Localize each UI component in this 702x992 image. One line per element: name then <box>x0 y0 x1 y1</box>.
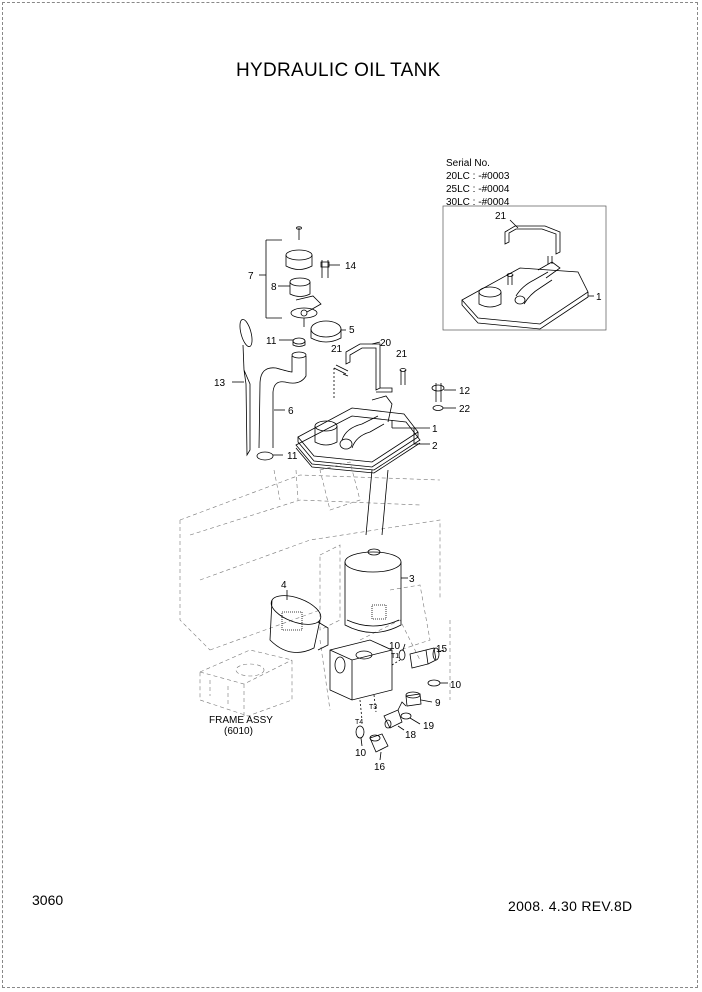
serial-line: 25LC : -#0004 <box>446 184 510 195</box>
frame-assy-label: FRAME ASSY <box>209 715 273 726</box>
callout-3: 3 <box>409 574 415 585</box>
callout-10-left: 10 <box>355 748 367 759</box>
callout-2: 2 <box>432 441 438 452</box>
callout-10-top: 10 <box>389 641 401 652</box>
cover-bolt <box>431 383 456 411</box>
frame-assy-number: (6010) <box>224 726 253 737</box>
serial-line: 30LC : -#0004 <box>446 197 510 208</box>
dipstick <box>232 319 253 457</box>
hose <box>256 337 307 461</box>
port-label-t3: T3 <box>369 704 377 711</box>
callout-8: 8 <box>271 282 277 293</box>
callout-10-right: 10 <box>450 680 462 691</box>
callout-11-top: 11 <box>266 336 277 347</box>
callout-12: 12 <box>459 386 471 397</box>
callout-7: 7 <box>248 271 254 282</box>
page-number: 3060 <box>32 892 64 908</box>
valve-block <box>329 639 401 721</box>
breather-assembly <box>259 226 340 327</box>
callout-22: 22 <box>459 404 471 415</box>
suction-strainer <box>344 469 408 633</box>
port-label-t1: T1 <box>391 653 399 660</box>
serial-heading: Serial No. <box>446 158 490 169</box>
revision-date: 2008. 4.30 REV.8D <box>508 898 633 914</box>
callout-1-inset: 1 <box>596 292 602 303</box>
tank-cover <box>295 395 430 474</box>
callout-18: 18 <box>405 730 417 741</box>
callout-19: 19 <box>423 721 435 732</box>
callout-6: 6 <box>288 406 294 417</box>
inset-detail <box>442 205 607 331</box>
support-bracket <box>333 341 407 400</box>
callout-14: 14 <box>345 261 357 272</box>
filler-cap <box>310 320 346 343</box>
callout-1: 1 <box>432 424 438 435</box>
return-filter <box>269 590 329 653</box>
callout-5: 5 <box>349 325 355 336</box>
callout-9: 9 <box>435 698 441 709</box>
page-title: HYDRAULIC OIL TANK <box>236 60 441 81</box>
callout-15: 15 <box>436 644 448 655</box>
frame-assembly <box>199 649 293 717</box>
fittings <box>355 643 448 761</box>
callout-21-right: 21 <box>396 349 408 360</box>
callout-4: 4 <box>281 580 287 591</box>
callout-16: 16 <box>374 762 386 773</box>
callout-20: 20 <box>380 338 392 349</box>
serial-note: Serial No. 20LC : -#0003 25LC : -#0004 3… <box>446 157 509 209</box>
callout-13: 13 <box>214 378 226 389</box>
callout-21-inset: 21 <box>495 211 507 222</box>
callout-11-bottom: 11 <box>287 451 298 462</box>
callout-21-left: 21 <box>331 344 343 355</box>
port-label-t4: T4 <box>355 719 363 726</box>
tank-outline <box>179 461 451 711</box>
serial-line: 20LC : -#0003 <box>446 171 510 182</box>
